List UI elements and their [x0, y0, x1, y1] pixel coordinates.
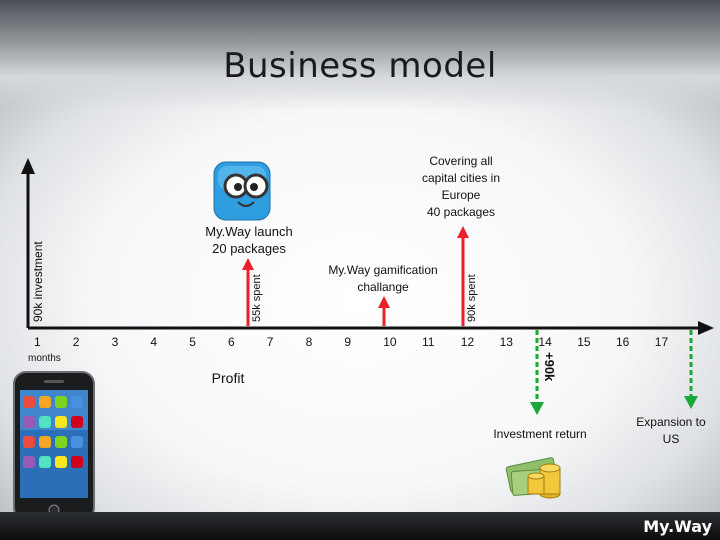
month-tick-9: 9 — [344, 335, 351, 349]
month-tick-14: 14 — [538, 335, 552, 349]
red-arrow-gamification — [378, 296, 390, 326]
iphone-app-icon — [23, 436, 35, 448]
europe-line: Europe — [404, 187, 518, 204]
iphone-app-icon — [39, 436, 51, 448]
iphone-icon — [14, 372, 94, 520]
europe-line: Covering all — [404, 153, 518, 170]
iphone-app-icon — [71, 456, 83, 468]
month-tick-12: 12 — [461, 335, 475, 349]
investment-return-label: Investment return — [478, 426, 602, 443]
expansion-line: US — [626, 431, 716, 448]
footer-bar: My.Way — [0, 512, 720, 540]
month-tick-17: 17 — [655, 335, 669, 349]
iphone-app-icon — [55, 436, 67, 448]
month-tick-8: 8 — [306, 335, 313, 349]
month-tick-11: 11 — [422, 335, 435, 349]
profit-label: Profit — [196, 370, 260, 387]
iphone-app-icon — [39, 456, 51, 468]
iphone-app-icon — [39, 416, 51, 428]
iphone-app-icon — [55, 456, 67, 468]
month-tick-3: 3 — [112, 335, 119, 349]
month-tick-4: 4 — [150, 335, 157, 349]
month-tick-13: 13 — [500, 335, 514, 349]
iphone-app-icon — [71, 396, 83, 408]
month-tick-2: 2 — [73, 335, 80, 349]
iphone-app-icon — [23, 456, 35, 468]
europe-line: 40 packages — [404, 204, 518, 221]
launch-line: My.Way launch — [186, 223, 312, 240]
money-stack-icon — [506, 457, 560, 498]
gamification-line: My.Way gamification — [310, 262, 456, 279]
iphone-app-icon — [71, 436, 83, 448]
iphone-app-icon — [23, 396, 35, 408]
month-tick-10: 10 — [383, 335, 397, 349]
europe-spent-label: 90k spent — [466, 274, 478, 322]
app-owl-logo-icon — [214, 162, 270, 220]
month-tick-16: 16 — [616, 335, 630, 349]
iphone-app-icon — [71, 416, 83, 428]
green-arrow-expansion — [684, 330, 698, 409]
month-tick-7: 7 — [267, 335, 274, 349]
month-tick-5: 5 — [189, 335, 196, 349]
europe-line: capital cities in — [404, 170, 518, 187]
expansion-line: Expansion to — [626, 414, 716, 431]
investment-axis-label: 90k investment — [31, 241, 45, 322]
launch-spent-label: 55k spent — [251, 274, 263, 322]
iphone-app-icon — [55, 396, 67, 408]
month-axis-arrowhead — [698, 321, 714, 335]
return-amount-label: +90k — [542, 352, 557, 381]
gamification-line: challange — [310, 279, 456, 296]
iphone-app-icon — [23, 416, 35, 428]
investment-axis-arrowhead — [21, 158, 35, 174]
month-tick-6: 6 — [228, 335, 235, 349]
month-tick-1: 1 — [34, 335, 41, 349]
footer-brand: My.Way — [643, 517, 712, 536]
month-tick-15: 15 — [577, 335, 591, 349]
iphone-app-icon — [39, 396, 51, 408]
launch-line: 20 packages — [186, 240, 312, 257]
months-label: months — [28, 350, 61, 367]
iphone-app-icon — [55, 416, 67, 428]
